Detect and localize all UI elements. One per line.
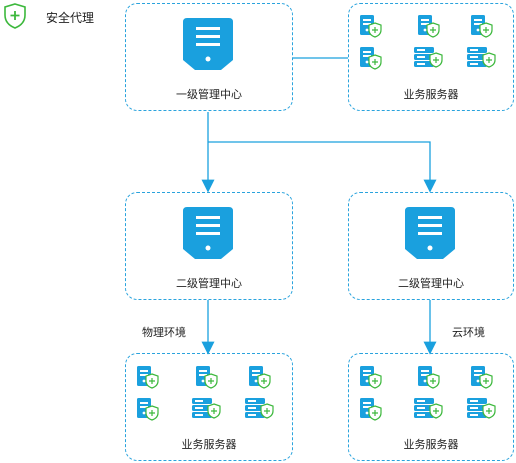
server-rack-icon xyxy=(467,47,496,68)
node-top-center xyxy=(125,3,293,111)
node-bottom-right xyxy=(348,353,514,461)
management-server-icon xyxy=(183,18,233,70)
node-top-servers xyxy=(348,3,514,111)
bottom-left-label: 业务服务器 xyxy=(181,438,237,451)
edge-top-to-mid-right xyxy=(208,141,437,193)
server-tower-icon xyxy=(360,398,382,421)
mid-left-label: 二级管理中心 xyxy=(176,277,242,290)
node-mid-left xyxy=(125,192,293,300)
server-rack-icon xyxy=(192,398,221,419)
management-server-icon xyxy=(405,207,455,259)
mid-right-label: 二级管理中心 xyxy=(398,277,464,290)
server-tower-icon xyxy=(137,398,159,421)
server-rack-icon xyxy=(467,398,496,419)
top-center-label: 一级管理中心 xyxy=(176,88,242,101)
server-tower-icon xyxy=(196,366,218,389)
server-tower-icon xyxy=(360,366,382,389)
server-tower-icon xyxy=(360,47,382,70)
node-bottom-left xyxy=(125,353,293,461)
management-server-icon xyxy=(183,207,233,259)
server-tower-icon xyxy=(471,15,493,38)
bottom-right-label: 业务服务器 xyxy=(403,438,459,451)
physical-env-label: 物理环境 xyxy=(142,326,186,339)
server-rack-icon xyxy=(414,47,443,68)
server-tower-icon xyxy=(418,15,440,38)
server-tower-icon xyxy=(471,366,493,389)
cloud-env-label: 云环境 xyxy=(452,326,485,339)
top-servers-label: 业务服务器 xyxy=(403,88,459,101)
server-rack-icon xyxy=(245,398,274,419)
server-tower-icon xyxy=(418,366,440,389)
shield-icon xyxy=(4,3,26,29)
server-tower-icon xyxy=(137,366,159,389)
legend-label: 安全代理 xyxy=(46,11,95,25)
server-tower-icon xyxy=(360,15,382,38)
node-mid-right xyxy=(348,192,514,300)
server-tower-icon xyxy=(249,366,271,389)
server-rack-icon xyxy=(414,398,443,419)
